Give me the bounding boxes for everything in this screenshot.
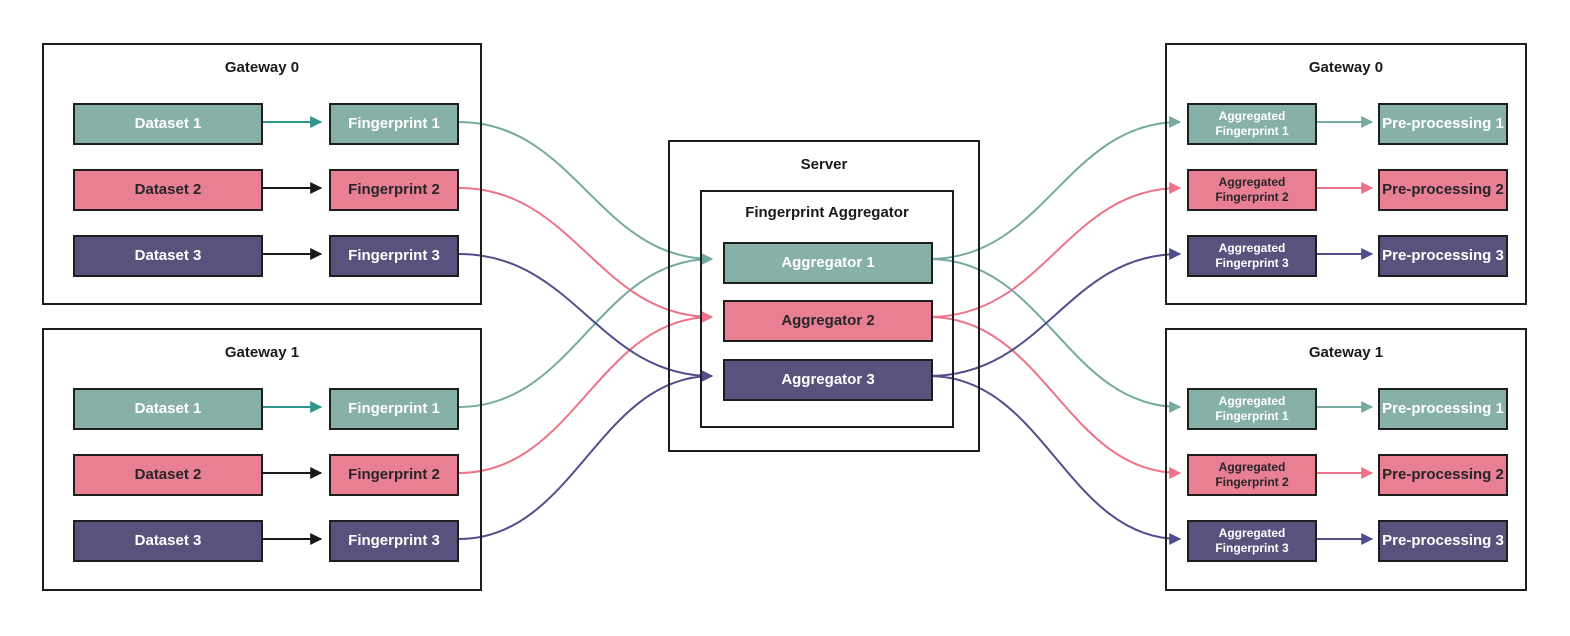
right-gateway-1: Gateway 1 Aggregated Fingerprint 1 Pre-p…	[1165, 328, 1527, 591]
left-gateway-1-title: Gateway 1	[224, 344, 300, 361]
node-label: Dataset 2	[134, 465, 202, 483]
node-rgw0-aggregated-fingerprint-3: Aggregated Fingerprint 3	[1187, 235, 1317, 277]
node-label-line1: Aggregated	[1218, 175, 1286, 189]
node-label: Fingerprint 2	[348, 465, 440, 483]
edge-gw0-fingerprint1-aggregator1	[458, 121, 714, 265]
node-rgw0-aggregated-fingerprint-2: Aggregated Fingerprint 2	[1187, 169, 1317, 211]
node-label-line1: Aggregated	[1218, 241, 1286, 255]
left-gateway-0: Gateway 0 Dataset 1 Fingerprint 1 Datase…	[42, 43, 482, 305]
edge-aggregator1-rgw1-aggfp1	[928, 258, 1182, 413]
node-label: Fingerprint 3	[348, 531, 440, 549]
node-lgw0-fingerprint-1: Fingerprint 1	[329, 103, 459, 145]
node-rgw1-aggregated-fingerprint-3: Aggregated Fingerprint 3	[1187, 520, 1317, 562]
node-label: Pre-processing 2	[1382, 180, 1504, 198]
edge-aggregator2-rgw1-aggfp2	[928, 316, 1182, 479]
left-gateway-0-title: Gateway 0	[224, 59, 300, 76]
edge-aggregator3-rgw0-aggfp3	[928, 248, 1182, 377]
node-rgw0-aggregated-fingerprint-1: Aggregated Fingerprint 1	[1187, 103, 1317, 145]
edge-gw0-fingerprint2-aggregator2	[458, 187, 714, 323]
node-rgw1-aggregated-fingerprint-2: Aggregated Fingerprint 2	[1187, 454, 1317, 496]
node-label-line2: Fingerprint 3	[1215, 541, 1289, 555]
node-label: Pre-processing 3	[1382, 531, 1504, 549]
edge-aggregator3-rgw1-aggfp3	[928, 375, 1182, 545]
right-gateway-0-title: Gateway 0	[1308, 59, 1384, 76]
node-label: Fingerprint 3	[348, 246, 440, 264]
node-lgw1-dataset-3: Dataset 3	[73, 520, 263, 562]
node-rgw0-preprocessing-3: Pre-processing 3	[1378, 235, 1508, 277]
node-label: Dataset 2	[134, 180, 202, 198]
node-aggregator-2: Aggregator 2	[723, 300, 933, 342]
edge-gw1-fingerprint1-aggregator1	[458, 253, 714, 408]
right-gateway-1-title: Gateway 1	[1308, 344, 1384, 361]
node-lgw0-dataset-1: Dataset 1	[73, 103, 263, 145]
node-lgw1-fingerprint-2: Fingerprint 2	[329, 454, 459, 496]
node-aggregator-3: Aggregator 3	[723, 359, 933, 401]
node-label: Pre-processing 3	[1382, 246, 1504, 264]
node-label: Dataset 1	[134, 399, 202, 417]
node-aggregator-1: Aggregator 1	[723, 242, 933, 284]
left-gateway-1: Gateway 1 Dataset 1 Fingerprint 1 Datase…	[42, 328, 482, 591]
server-title: Server	[800, 156, 848, 173]
node-rgw1-preprocessing-3: Pre-processing 3	[1378, 520, 1508, 562]
node-label: Dataset 1	[134, 114, 202, 132]
fingerprint-aggregator-box: Fingerprint Aggregator Aggregator 1 Aggr…	[700, 190, 954, 428]
node-lgw0-dataset-2: Dataset 2	[73, 169, 263, 211]
node-lgw0-fingerprint-3: Fingerprint 3	[329, 235, 459, 277]
node-label-line2: Fingerprint 2	[1215, 190, 1289, 204]
node-label-line1: Aggregated	[1218, 394, 1286, 408]
node-label: Fingerprint 2	[348, 180, 440, 198]
node-label: Aggregator 2	[781, 311, 875, 329]
fingerprint-aggregator-title: Fingerprint Aggregator	[745, 204, 909, 221]
node-rgw0-preprocessing-2: Pre-processing 2	[1378, 169, 1508, 211]
node-lgw0-fingerprint-2: Fingerprint 2	[329, 169, 459, 211]
node-label-line2: Fingerprint 1	[1215, 124, 1289, 138]
node-label-line2: Fingerprint 1	[1215, 409, 1289, 423]
node-lgw1-fingerprint-1: Fingerprint 1	[329, 388, 459, 430]
node-lgw1-fingerprint-3: Fingerprint 3	[329, 520, 459, 562]
node-label: Fingerprint 1	[348, 399, 440, 417]
node-rgw1-aggregated-fingerprint-1: Aggregated Fingerprint 1	[1187, 388, 1317, 430]
node-lgw1-dataset-2: Dataset 2	[73, 454, 263, 496]
edge-aggregator2-rgw0-aggfp2	[928, 182, 1182, 318]
node-label: Pre-processing 1	[1382, 114, 1504, 132]
node-rgw0-preprocessing-1: Pre-processing 1	[1378, 103, 1508, 145]
node-rgw1-preprocessing-2: Pre-processing 2	[1378, 454, 1508, 496]
node-label-line2: Fingerprint 2	[1215, 475, 1289, 489]
node-label: Fingerprint 1	[348, 114, 440, 132]
edge-gw1-fingerprint2-aggregator2	[458, 311, 714, 474]
node-rgw1-preprocessing-1: Pre-processing 1	[1378, 388, 1508, 430]
node-label: Pre-processing 1	[1382, 399, 1504, 417]
edge-aggregator1-rgw0-aggfp1	[928, 116, 1182, 260]
node-label-line1: Aggregated	[1218, 526, 1286, 540]
node-lgw1-dataset-1: Dataset 1	[73, 388, 263, 430]
node-label: Dataset 3	[134, 531, 202, 549]
server-box: Server Fingerprint Aggregator Aggregator…	[668, 140, 980, 452]
node-label-line1: Aggregated	[1218, 460, 1286, 474]
right-gateway-0: Gateway 0 Aggregated Fingerprint 1 Pre-p…	[1165, 43, 1527, 305]
edge-gw1-fingerprint3-aggregator3	[458, 370, 714, 540]
node-lgw0-dataset-3: Dataset 3	[73, 235, 263, 277]
edge-gw0-fingerprint3-aggregator3	[458, 253, 714, 382]
node-label: Aggregator 3	[781, 370, 875, 388]
node-label: Pre-processing 2	[1382, 465, 1504, 483]
node-label: Dataset 3	[134, 246, 202, 264]
node-label-line1: Aggregated	[1218, 109, 1286, 123]
node-label-line2: Fingerprint 3	[1215, 256, 1289, 270]
node-label: Aggregator 1	[781, 253, 875, 271]
